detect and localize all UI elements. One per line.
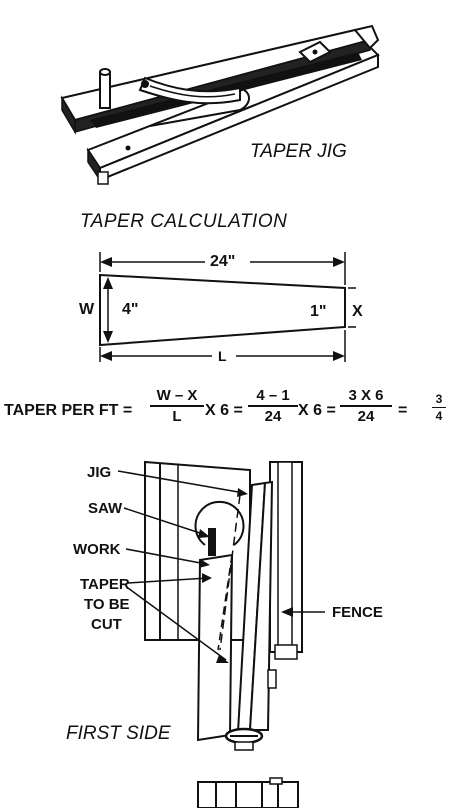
taper-diagram bbox=[99, 252, 356, 362]
formula-times-1: X 6 = bbox=[205, 402, 243, 419]
fraction-3x6-over-24: 3 X 6 24 bbox=[340, 388, 392, 424]
fraction-numerator: 4 – 1 bbox=[256, 387, 290, 404]
fraction-numerator: 3 bbox=[435, 392, 443, 406]
fraction-denominator: 4 bbox=[435, 409, 443, 423]
taper-label-line2: TO BE bbox=[84, 596, 130, 613]
dim-4-label: 4" bbox=[122, 301, 139, 318]
fence-label: FENCE bbox=[332, 604, 383, 621]
dim-x-label: X bbox=[352, 303, 363, 320]
fraction-bar bbox=[150, 405, 204, 407]
fraction-4-1-over-24: 4 – 1 24 bbox=[248, 388, 298, 424]
fraction-bar bbox=[340, 405, 392, 407]
fraction-bar bbox=[248, 405, 298, 407]
fraction-denominator: 24 bbox=[357, 408, 375, 425]
formula-equals: = bbox=[398, 402, 408, 419]
taper-label-line1: TAPER bbox=[80, 576, 130, 593]
first-side-label: FIRST SIDE bbox=[66, 723, 171, 744]
fraction-numerator: 3 X 6 bbox=[348, 387, 384, 404]
dim-1-label: 1" bbox=[310, 303, 327, 320]
formula-lead: TAPER PER FT = bbox=[4, 402, 133, 419]
formula-times-2: X 6 = bbox=[298, 402, 336, 419]
taper-jig-label: TAPER JIG bbox=[250, 141, 347, 162]
fraction-w-x-over-l: W – X L bbox=[150, 388, 204, 424]
dim-l-label: L bbox=[218, 348, 227, 364]
jig-label: JIG bbox=[87, 464, 112, 481]
fraction-bar bbox=[432, 407, 446, 408]
taper-jig-illustration bbox=[60, 24, 380, 185]
calc-title: TAPER CALCULATION bbox=[80, 211, 288, 232]
fraction-denominator: L bbox=[172, 408, 182, 425]
fraction-denominator: 24 bbox=[264, 408, 282, 425]
dim-24-label: 24" bbox=[210, 253, 236, 270]
dim-w-label: W bbox=[79, 301, 95, 318]
saw-label: SAW bbox=[88, 500, 123, 517]
fraction-3-over-4: 3 4 bbox=[432, 393, 446, 422]
taper-label-line3: CUT bbox=[91, 616, 122, 633]
work-label: WORK bbox=[73, 541, 121, 558]
fraction-numerator: W – X bbox=[156, 387, 198, 404]
